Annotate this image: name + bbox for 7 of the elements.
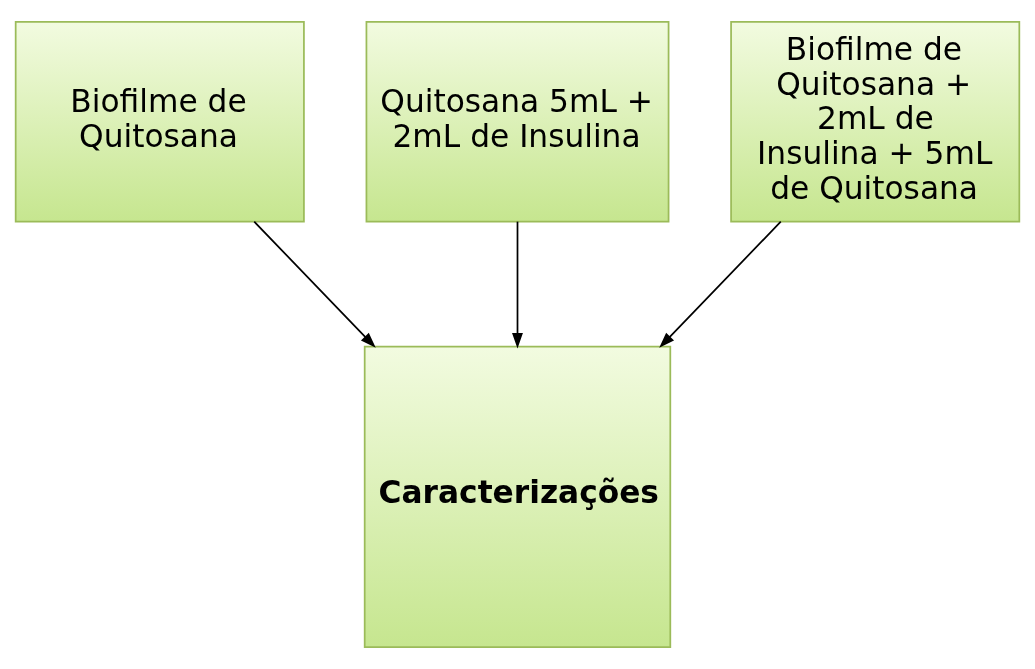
- node-box: Biofilme de Quitosana: [14, 21, 305, 223]
- arrow: [659, 220, 782, 348]
- arrow: [512, 220, 523, 349]
- node-box: Quitosana 5mL + 2mL de Insulina: [365, 21, 670, 223]
- arrow: [253, 220, 376, 348]
- node-box: Caracterizações: [363, 345, 672, 648]
- node-box: Biofilme de Quitosana + 2mL de Insulina + 5mL de Quitosana: [730, 21, 1021, 223]
